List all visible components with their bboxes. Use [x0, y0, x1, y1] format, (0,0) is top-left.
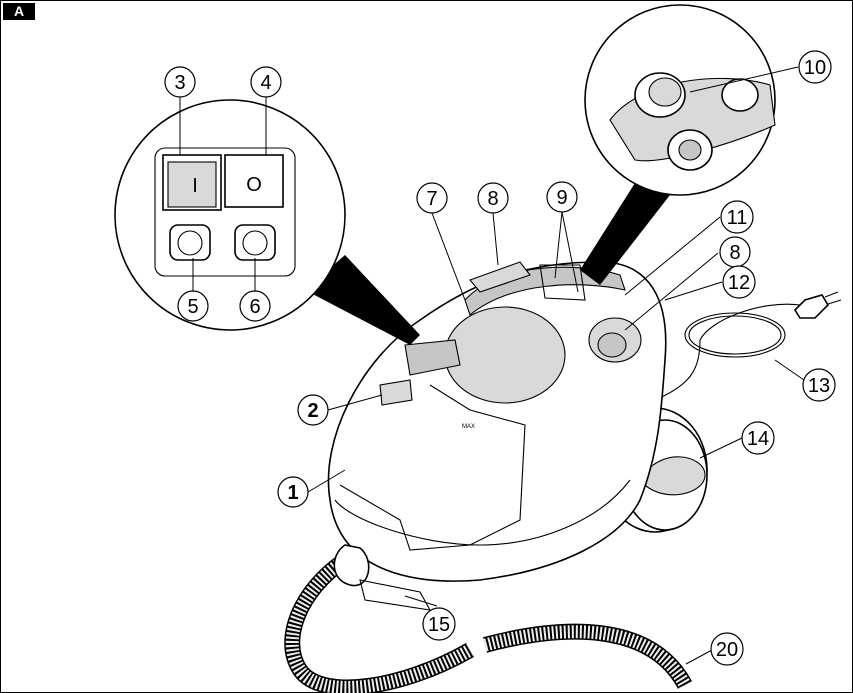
svg-text:4: 4: [260, 72, 271, 94]
callout-8-right: 8: [719, 236, 751, 268]
svg-text:15: 15: [428, 614, 450, 636]
svg-text:8: 8: [487, 188, 498, 210]
svg-text:13: 13: [808, 375, 830, 397]
callout-3: 3: [164, 66, 196, 98]
steam-hose: [284, 553, 693, 693]
accessory-holder: [359, 579, 432, 611]
svg-text:2: 2: [307, 400, 318, 422]
tank-detail-inset: [580, 4, 776, 285]
callout-9: 9: [546, 181, 578, 213]
main-switch: [224, 154, 284, 208]
svg-text:5: 5: [187, 296, 198, 318]
water-tank-icon: [242, 230, 268, 256]
svg-text:1: 1: [287, 482, 298, 504]
heating-icon: [177, 230, 203, 256]
callout-11: 11: [720, 200, 754, 234]
callout-8-top: 8: [477, 182, 509, 214]
svg-text:20: 20: [716, 639, 738, 661]
callout-5: 5: [177, 290, 209, 322]
svg-text:7: 7: [426, 188, 437, 210]
callout-2: 2: [297, 394, 329, 426]
callouts: 3 4 5 6 7 8 9 10 11 8 12 13 2 14 1 15 20: [164, 50, 836, 666]
callout-10: 10: [798, 50, 832, 84]
callout-14: 14: [741, 421, 775, 455]
svg-text:12: 12: [728, 272, 750, 294]
heater-lamp: [169, 224, 211, 261]
callout-13: 13: [802, 368, 836, 402]
callout-20: 20: [710, 632, 744, 666]
water-level-indicator: [379, 379, 413, 406]
switch-panel: [404, 339, 461, 376]
figure-tag: A: [3, 3, 35, 20]
off-symbol: O: [246, 174, 262, 196]
callout-15: 15: [422, 607, 456, 641]
tank-lid: [444, 306, 566, 404]
svg-text:11: 11: [727, 207, 748, 229]
plug-icon: [793, 294, 830, 319]
switch-detail-inset: I O: [114, 99, 420, 345]
callout-1: 1: [277, 476, 309, 508]
max-mark: MAX: [462, 424, 475, 430]
svg-text:8: 8: [729, 242, 740, 264]
callout-7: 7: [416, 182, 448, 214]
svg-text:9: 9: [556, 187, 567, 209]
callout-12: 12: [722, 265, 756, 299]
svg-text:14: 14: [747, 428, 769, 450]
on-symbol: I: [192, 175, 198, 197]
carry-handle: [469, 261, 531, 293]
leader-lines: [179, 66, 805, 665]
callout-4: 4: [250, 66, 282, 98]
svg-text:10: 10: [804, 57, 826, 79]
hose-socket: [333, 544, 370, 587]
svg-text:6: 6: [249, 296, 260, 318]
callout-6: 6: [239, 290, 271, 322]
svg-text:3: 3: [174, 72, 185, 94]
power-cord: [654, 291, 842, 401]
